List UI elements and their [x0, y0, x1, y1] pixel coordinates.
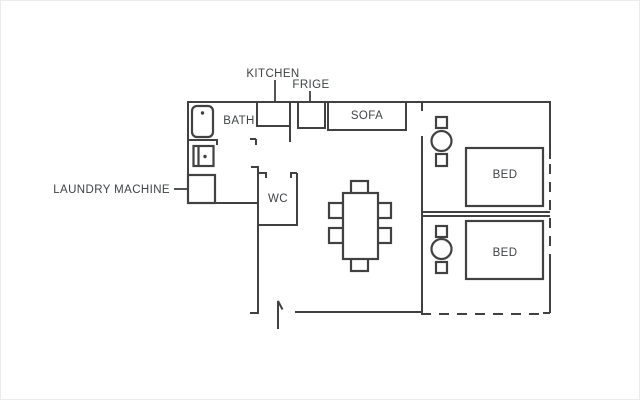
chair-right-1 — [375, 201, 393, 220]
bath-label: BATH — [223, 115, 254, 127]
bed-top — [464, 146, 545, 208]
chair-left-1 — [327, 201, 345, 220]
bedside-lamp-1 — [430, 129, 453, 153]
sink-icon — [192, 144, 215, 168]
nightstand-1b — [434, 152, 449, 168]
wc-door-jamb-right — [290, 172, 297, 178]
fixtures-group — [186, 104, 217, 205]
frige-icon — [297, 102, 326, 129]
chair-left-2 — [327, 226, 345, 245]
walls-group — [187, 101, 551, 329]
entrance-door-icon — [277, 300, 284, 329]
wall-hall — [250, 166, 259, 314]
sofa-label: SOFA — [351, 110, 383, 122]
nightstand-1a — [434, 115, 449, 130]
wall-right-bottom — [543, 257, 551, 314]
bed-top-label: BED — [493, 169, 518, 181]
kitchen-label: KITCHEN — [246, 68, 299, 80]
bathtub-icon — [190, 104, 215, 139]
wall-bath-bottom — [187, 139, 218, 145]
dining-set — [327, 179, 393, 273]
dining-table — [341, 191, 380, 261]
callouts-group — [174, 80, 311, 190]
wc-label: WC — [268, 193, 288, 205]
bed-bottom-label: BED — [493, 247, 518, 259]
wc-door-jamb-left — [258, 172, 267, 178]
sofa-icon — [327, 102, 407, 131]
bedroom-furniture — [430, 115, 545, 281]
chair-right-2 — [375, 226, 393, 245]
laundry-machine-label: LAUNDRY MACHINE — [53, 184, 170, 196]
laundry-machine-icon — [186, 173, 217, 205]
wall-bath-door-jamb — [250, 138, 257, 145]
bedside-lamp-2 — [430, 237, 453, 261]
sink-dot — [203, 154, 207, 159]
nightstand-2a — [434, 224, 449, 239]
nightstand-2b — [434, 260, 449, 275]
bathtub-drain-dot — [200, 111, 205, 115]
bed-bottom — [464, 219, 545, 281]
labels-group: KITCHEN FRIGE BATH SOFA WC BED BED LAUND… — [53, 68, 517, 259]
frige-label: FRIGE — [292, 79, 329, 91]
